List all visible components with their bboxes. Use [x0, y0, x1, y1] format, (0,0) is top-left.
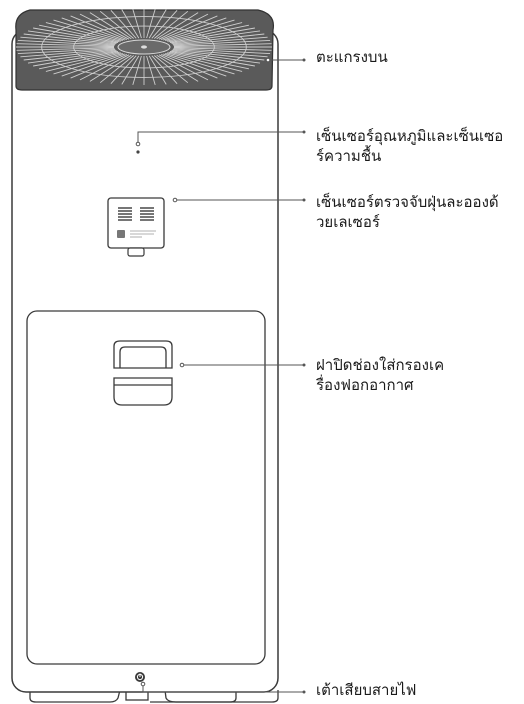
grille-ray: [53, 19, 123, 42]
grille-ray: [168, 24, 249, 43]
grille-ray: [173, 48, 271, 55]
grille-ray: [23, 33, 116, 45]
grille-ray: [110, 9, 137, 39]
grille-ray: [158, 54, 209, 81]
grille-ray: [53, 52, 123, 75]
grille-ray: [154, 55, 189, 84]
grille-ray: [89, 12, 132, 40]
grille-ray: [17, 48, 115, 55]
grille-ray: [20, 48, 116, 58]
grille-ray: [169, 27, 255, 43]
grille-ray: [39, 24, 120, 43]
grille-ray: [20, 36, 116, 46]
filter-cover: [26, 310, 266, 665]
grille-ray: [166, 52, 243, 72]
grille-ray: [146, 8, 156, 39]
grille-ray: [132, 55, 142, 86]
grille-ray: [163, 53, 227, 77]
grille-ray: [172, 49, 265, 61]
grille-ray: [156, 12, 199, 40]
leader-lines: [137, 59, 304, 693]
grille-ray: [171, 50, 261, 64]
grille-ray: [166, 22, 243, 42]
grille-ray: [61, 17, 125, 41]
purifier-body: [11, 29, 279, 693]
grille-ray: [172, 36, 268, 46]
grille-ray: [146, 55, 156, 86]
grille-ray: [158, 13, 209, 40]
top-grille: [15, 8, 275, 91]
grille-ray: [27, 50, 117, 64]
grille-ray: [165, 19, 235, 42]
grille-ring: [41, 16, 247, 78]
grille-ray: [173, 47, 272, 51]
grille-ray: [45, 52, 122, 72]
grille-ray: [151, 9, 178, 39]
grille-ray: [17, 39, 115, 46]
label-temp-humidity-sensor: เซ็นเซอร์อุณหภูมิและเซ็นเซอ ร์ความชื้น: [316, 127, 504, 165]
dust-sensor: [107, 197, 165, 257]
grille-ray: [148, 9, 167, 39]
grille-ray: [79, 54, 130, 81]
grille-ray: [27, 30, 117, 44]
grille-ray: [171, 30, 261, 44]
grille-ray: [79, 13, 130, 40]
label-power-socket: เต้าเสียบสายไฟ: [316, 681, 417, 699]
grille-ray: [99, 10, 134, 39]
grille-ray: [45, 22, 122, 42]
grille-ray: [132, 8, 142, 39]
grille-ray: [168, 51, 249, 70]
grille-ray: [121, 55, 140, 85]
grille-ray: [89, 54, 132, 82]
grille-ray: [163, 17, 227, 41]
grille-ray: [99, 55, 134, 84]
grille-ray: [172, 48, 268, 58]
label-dust-sensor: เซ็นเซอร์ตรวจจับฝุ่นละอองด้ วยเลเซอร์: [316, 193, 499, 231]
grille-ray: [161, 53, 218, 79]
grille-ray: [33, 51, 119, 67]
base-feet: [29, 689, 279, 703]
grille-ray: [151, 55, 178, 85]
grille-ray: [70, 15, 127, 41]
grille-ray: [172, 33, 265, 45]
leader-end-dots: [302, 58, 306, 694]
grille-ray: [16, 43, 115, 47]
grille-ray: [169, 51, 255, 67]
grille-ray: [121, 9, 140, 39]
grille-ray: [154, 10, 189, 39]
grille-ray: [61, 53, 125, 77]
grille-ring: [73, 25, 215, 69]
grille-ray: [161, 15, 218, 41]
power-button-icon: [135, 672, 145, 682]
grille-ray: [70, 53, 127, 79]
grille-ray: [148, 55, 167, 85]
leader-dots: [135, 57, 271, 687]
grille-ray: [39, 51, 120, 70]
grille-ray: [23, 49, 116, 61]
label-filter-cover: ฝาปิดช่องใส่กรองเค รื่องฟอกอากาศ: [316, 356, 445, 394]
temp-humidity-sensor: [136, 150, 140, 154]
grille-ray: [173, 39, 271, 46]
grille-ray: [16, 47, 115, 51]
grille-ray: [110, 55, 137, 85]
grille-ray: [33, 27, 119, 43]
grille-ray: [165, 52, 235, 75]
label-top-grille: ตะแกรงบน: [316, 48, 388, 66]
grille-ray: [173, 43, 272, 47]
grille-ray: [156, 54, 199, 82]
